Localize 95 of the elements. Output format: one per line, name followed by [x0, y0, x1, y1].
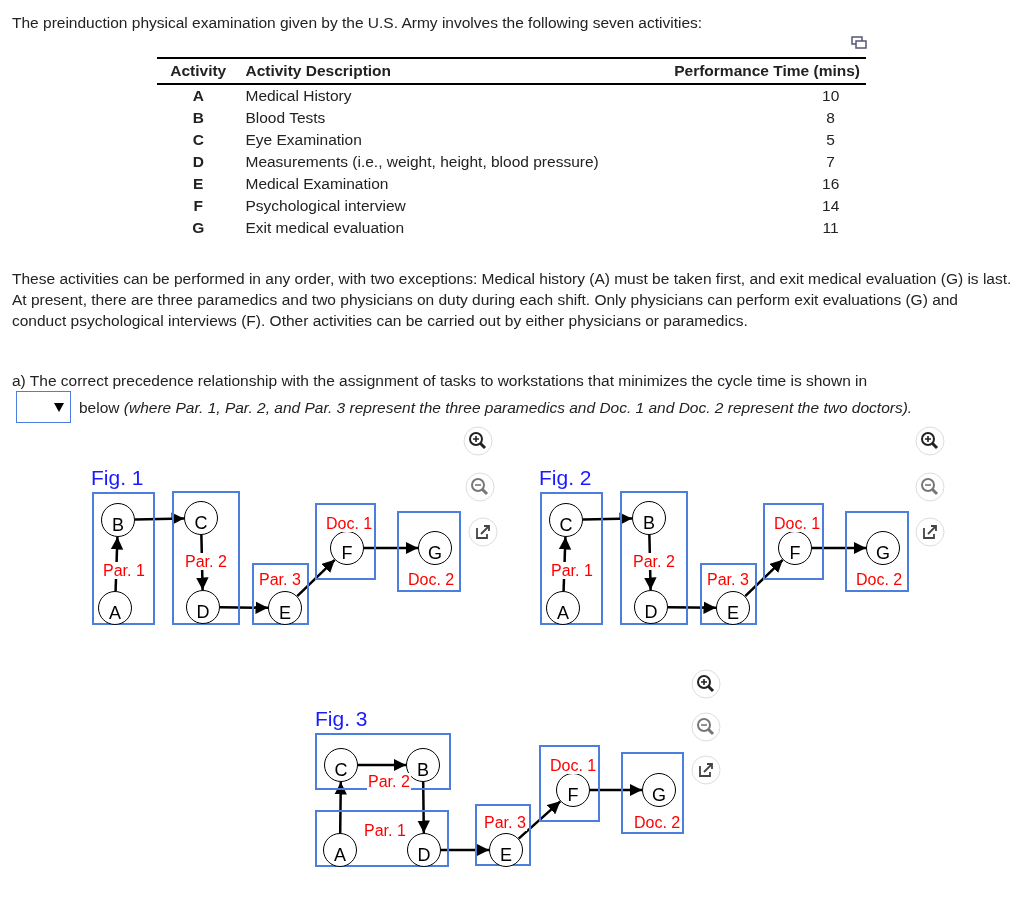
table-cell-text: Blood Tests [244, 108, 327, 128]
figure-title: Fig. 1 [91, 466, 144, 490]
column-header: Performance Time (mins) [641, 58, 866, 84]
table-cell-text: D [191, 152, 205, 172]
station-box [763, 503, 824, 580]
arrow [417, 782, 430, 833]
table-cell: A [157, 84, 240, 107]
arrow [364, 541, 418, 555]
station-box [315, 733, 451, 790]
table-cell-text: Eye Examination [244, 130, 363, 150]
activity-circle: C [324, 748, 358, 782]
activity-circle: E [489, 833, 523, 867]
activity-circle: D [186, 590, 220, 624]
station-box [172, 491, 240, 625]
station-label: Par. 3 [483, 814, 527, 831]
activity-circle: F [778, 531, 812, 565]
station-label: Par. 2 [184, 553, 228, 570]
station-box [315, 810, 449, 867]
arrow [812, 541, 866, 555]
table-cell-text: Psychological interview [244, 196, 407, 216]
table-cell-text: 5 [825, 130, 836, 150]
intro-text: The preinduction physical examination given by the U.S. Army involves the following seven activities: [12, 13, 704, 33]
activity-circle: B [101, 503, 135, 537]
station-box [540, 492, 603, 625]
arrow [358, 758, 406, 772]
activity-circle: E [716, 591, 750, 625]
station-box [620, 491, 688, 625]
arrow [134, 512, 185, 525]
table-cell-text: 14 [821, 196, 841, 216]
station-label: Doc. 1 [549, 757, 598, 774]
arrow [668, 601, 716, 614]
station-label: Par. 1 [363, 822, 407, 839]
table-cell: Medical History [239, 84, 642, 107]
activity-circle: G [418, 531, 452, 565]
figure-title: Fig. 2 [539, 466, 592, 490]
arrow [582, 512, 633, 525]
activity-circle: D [407, 833, 441, 867]
arrow [590, 783, 642, 797]
activity-circle: F [330, 531, 364, 565]
station-label: Doc. 2 [633, 814, 682, 831]
arrow [744, 558, 784, 598]
activity-circle: C [184, 501, 218, 535]
table-cell-text: 7 [825, 152, 836, 172]
activity-circle: G [642, 773, 676, 807]
column-header: Activity [157, 58, 240, 84]
station-label: Par. 3 [258, 571, 302, 588]
station-box [475, 804, 531, 866]
activity-circle: A [98, 591, 132, 625]
arrow [296, 558, 336, 598]
station-label: Par. 2 [367, 773, 411, 790]
table-cell-text: 8 [825, 108, 836, 128]
activity-circle: F [556, 773, 590, 807]
station-label: Par. 3 [706, 571, 750, 588]
table-cell: 10 [641, 84, 866, 107]
arrow [220, 601, 268, 614]
activity-circle: D [634, 590, 668, 624]
table-cell-text: G [191, 218, 206, 238]
table-cell-text: 16 [821, 174, 841, 194]
column-header: Activity Description [239, 58, 642, 84]
figure-title: Fig. 3 [315, 707, 368, 731]
station-label: Doc. 1 [773, 515, 822, 532]
question-text: below (where Par. 1, Par. 2, and Par. 3 represent the three paramedics and Doc. 1 and Doc. 2 represent the two doctors). [79, 398, 914, 418]
arrow [517, 800, 562, 840]
station-label: Doc. 1 [325, 515, 374, 532]
table-cell-text: F [192, 196, 204, 216]
station-box [315, 503, 376, 580]
station-label: Par. 2 [632, 553, 676, 570]
table-cell-text: C [191, 130, 205, 150]
arrow [441, 843, 489, 857]
station-box [845, 511, 909, 592]
arrow [334, 782, 347, 833]
table-cell-text: Measurements (i.e., weight, height, blood pressure) [244, 152, 600, 172]
station-box [539, 745, 600, 822]
table-cell-text: Exit medical evaluation [244, 218, 405, 238]
station-box [700, 563, 757, 625]
station-box [397, 511, 461, 592]
station-label: Doc. 2 [855, 571, 904, 588]
table-cell-text: B [191, 108, 205, 128]
activity-circle: E [268, 591, 302, 625]
station-box [252, 563, 309, 625]
station-label: Par. 1 [102, 562, 146, 579]
station-box [621, 752, 684, 834]
activity-circle: G [866, 531, 900, 565]
activity-circle: A [323, 833, 357, 867]
station-label: Par. 1 [550, 562, 594, 579]
question-text: a) The correct precedence relationship with the assignment of tasks to workstations that minimizes the cycle time is shown in [12, 371, 869, 391]
activity-circle: C [549, 503, 583, 537]
station-label: Doc. 2 [407, 571, 456, 588]
table-cell-text: Medical Examination [244, 174, 390, 194]
paragraph: These activities can be performed in any order, with two exceptions: Medical history (A) must be taken first, and exit medical evaluation (G) is last. At present, there are three paramedics and two physicians on duty during each shift. Only physicians can perform exit evaluations (G) and conduct psychological interviews (F). Other activities can be carried out by either physicians or paramedics. [12, 269, 1012, 331]
activity-circle: A [546, 591, 580, 625]
table-cell-text: 11 [821, 218, 840, 238]
activity-circle: B [632, 501, 666, 535]
table-cell-text: E [192, 174, 205, 194]
station-box [92, 492, 155, 625]
